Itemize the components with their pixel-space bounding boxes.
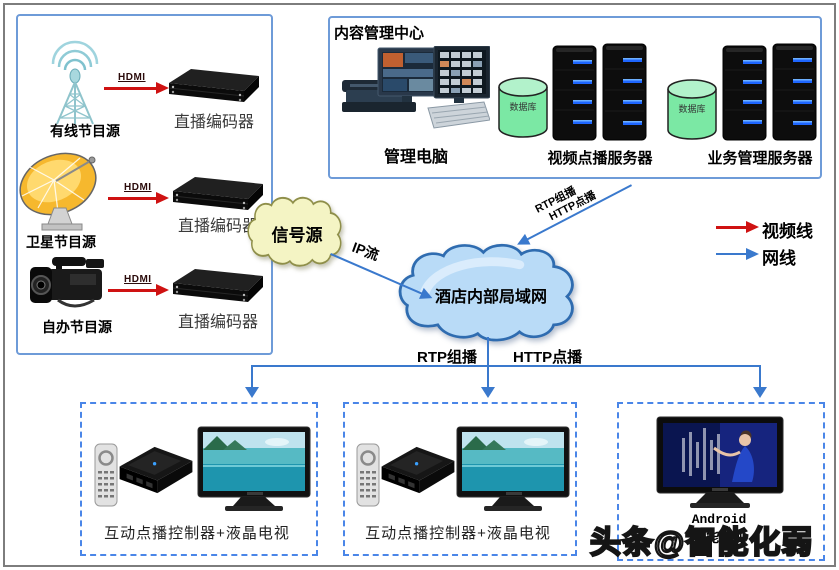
hdmi-label-2: HDMI bbox=[124, 182, 152, 193]
signal-source-cloud bbox=[247, 196, 342, 267]
drop-arrow-room2 bbox=[481, 387, 495, 398]
video-arrow-3 bbox=[108, 289, 156, 292]
vod-server-icon bbox=[552, 43, 647, 141]
drop-line-room1 bbox=[251, 365, 253, 388]
hdmi-label-1: HDMI bbox=[118, 72, 146, 83]
business-server-label: 业务管理服务器 bbox=[707, 150, 813, 167]
video-arrow-2-head bbox=[156, 192, 169, 204]
database-icon-2 bbox=[667, 79, 717, 140]
stb-icon-2 bbox=[381, 446, 455, 494]
encoder-label-1: 直播编码器 bbox=[173, 114, 254, 131]
signal-source-cloud-label: 信号源 bbox=[271, 226, 323, 245]
tv-icon-2 bbox=[456, 426, 570, 511]
stb-icon-1 bbox=[119, 446, 193, 494]
encoder-label-3: 直播编码器 bbox=[177, 314, 258, 331]
database-label-2: 数据库 bbox=[678, 104, 706, 114]
watermark: 头条@智能化弱电工程 bbox=[589, 524, 814, 570]
legend-video-line-label: 视频线 bbox=[762, 222, 813, 241]
lan-drop-line bbox=[487, 337, 489, 366]
outer-frame bbox=[3, 3, 836, 567]
legend-video-line bbox=[716, 226, 746, 229]
satellite-dish-icon bbox=[19, 152, 97, 231]
hdmi-label-3: HDMI bbox=[124, 274, 152, 285]
video-arrow-1 bbox=[104, 87, 156, 90]
video-arrow-2 bbox=[108, 197, 156, 200]
source-label-cable: 有线节目源 bbox=[50, 123, 120, 139]
video-arrow-1-head bbox=[156, 82, 169, 94]
remote-control-icon-2 bbox=[356, 443, 380, 507]
drop-arrow-room1 bbox=[245, 387, 259, 398]
management-computer-icon bbox=[342, 46, 490, 129]
antenna-icon bbox=[51, 40, 99, 125]
drop-arrow-room3 bbox=[753, 387, 767, 398]
http-vod-label: HTTP点播 bbox=[513, 349, 583, 366]
rtp-multicast-label: RTP组播 bbox=[417, 349, 478, 366]
source-label-selfmade: 自办节目源 bbox=[42, 319, 112, 335]
management-computer-label: 管理电脑 bbox=[383, 149, 448, 166]
database-icon-1 bbox=[498, 77, 548, 138]
tv-icon-1 bbox=[197, 426, 311, 511]
source-label-satellite: 卫星节目源 bbox=[26, 234, 96, 250]
business-server-icon bbox=[722, 43, 817, 141]
room3-label-line1: Android bbox=[691, 512, 747, 527]
distribution-line bbox=[251, 365, 761, 367]
drop-line-room2 bbox=[487, 365, 489, 388]
legend-network-line-label: 网线 bbox=[762, 249, 796, 268]
drop-line-room3 bbox=[759, 365, 761, 388]
encoder-label-2: 直播编码器 bbox=[177, 218, 258, 235]
camcorder-icon bbox=[30, 257, 104, 308]
legend-video-line-head bbox=[746, 221, 759, 233]
legend-network-line bbox=[716, 253, 746, 255]
encoder-icon-2 bbox=[172, 177, 263, 210]
room1-label: 互动点播控制器+液晶电视 bbox=[104, 525, 290, 542]
hotel-lan-cloud bbox=[398, 243, 574, 342]
vod-server-label: 视频点播服务器 bbox=[547, 150, 653, 167]
content-management-title: 内容管理中心 bbox=[334, 25, 425, 42]
android-tv-icon bbox=[656, 416, 784, 508]
encoder-icon-1 bbox=[168, 69, 259, 102]
room2-label: 互动点播控制器+液晶电视 bbox=[365, 525, 551, 542]
hotel-lan-cloud-label: 酒店内部局域网 bbox=[434, 289, 547, 306]
encoder-icon-3 bbox=[172, 269, 263, 302]
database-label-1: 数据库 bbox=[509, 102, 537, 112]
remote-control-icon-1 bbox=[94, 443, 118, 507]
video-arrow-3-head bbox=[156, 284, 169, 296]
room3-label-line2: 智能电视 bbox=[692, 530, 745, 545]
legend-network-line-head bbox=[746, 248, 759, 260]
